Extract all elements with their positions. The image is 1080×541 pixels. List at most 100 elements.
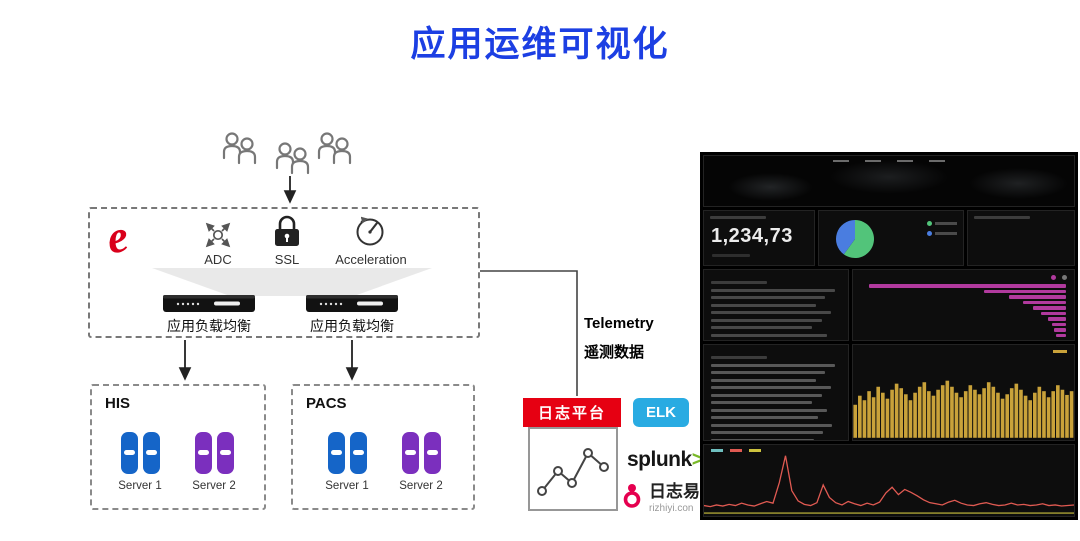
gold-bar	[1000, 398, 1005, 438]
server-icon	[321, 432, 373, 474]
gold-bar	[968, 385, 973, 438]
gold-bar	[977, 394, 982, 438]
hbar-legend	[1051, 275, 1067, 280]
log-line	[711, 303, 817, 307]
gold-bar	[1023, 395, 1028, 438]
gold-bar	[1042, 391, 1046, 438]
rizhiyi-logo: 日志易 rizhiyi.con	[620, 482, 700, 514]
gold-bar	[950, 386, 954, 438]
horizontal-bar-chart	[861, 284, 1066, 339]
users-icon	[222, 132, 352, 175]
page-title: 应用运维可视化	[410, 25, 670, 64]
log-line	[711, 333, 827, 337]
gold-bar	[904, 394, 908, 438]
his-server-1: Server 1	[114, 432, 166, 492]
pie-legend	[927, 221, 957, 241]
red-line-chart	[704, 455, 1074, 514]
telemetry-label-cn: 遥测数据	[584, 344, 645, 361]
log-line	[711, 326, 813, 329]
log-line	[711, 416, 818, 419]
gold-bar	[867, 391, 871, 438]
gold-bar	[1069, 391, 1074, 438]
horizontal-bar	[1047, 317, 1066, 321]
horizontal-bar	[1051, 322, 1066, 326]
monitoring-dashboard: 1,234,73	[700, 152, 1078, 520]
gold-bar	[936, 389, 940, 438]
stat-subtext-placeholder	[712, 254, 750, 257]
his-title: HIS	[105, 395, 131, 412]
telemetry-label-en: Telemetry	[584, 315, 654, 332]
dashboard-log-panel-top	[703, 269, 849, 341]
dashboard-line-panel	[703, 444, 1075, 517]
horizontal-bar	[1008, 295, 1066, 299]
pacs-server-2: Server 2	[395, 432, 447, 492]
gold-bar	[1037, 386, 1042, 438]
server-icon	[395, 432, 447, 474]
dashboard-pie-panel	[818, 210, 964, 266]
server-label: Server 1	[325, 480, 369, 492]
log-line	[711, 288, 835, 292]
gold-bar	[940, 385, 945, 438]
load-balancing-box	[88, 207, 480, 338]
gold-bar	[954, 392, 959, 438]
pacs-title: PACS	[306, 395, 347, 412]
dashboard-spare-panel	[967, 210, 1075, 266]
pie-slice	[843, 220, 874, 258]
red-line-series	[704, 455, 1074, 508]
gold-bar	[922, 382, 927, 438]
elk-logo: ELK	[633, 398, 689, 427]
gold-bar	[982, 388, 986, 438]
pacs-cluster-box: PACS Server 1 Server 2	[291, 384, 475, 510]
horizontal-bar	[1055, 333, 1066, 337]
dashboard-hbar-panel	[852, 269, 1075, 341]
gold-bar	[927, 391, 931, 438]
dashboard-map-panel	[703, 155, 1075, 207]
log-lines	[711, 363, 841, 440]
gold-bar	[876, 386, 881, 438]
server-icon	[114, 432, 166, 474]
his-server-2: Server 2	[188, 432, 240, 492]
log-line	[711, 438, 814, 440]
log-line	[711, 431, 823, 434]
gold-bar	[1051, 391, 1056, 438]
gold-bar	[973, 389, 977, 438]
gold-bar	[1060, 389, 1065, 438]
telemetry-connector	[480, 270, 578, 396]
horizontal-bar	[1053, 328, 1066, 332]
gold-bar	[931, 395, 936, 438]
gold-bar	[1009, 388, 1014, 438]
gold-bar	[881, 392, 885, 438]
horizontal-bar	[1033, 306, 1066, 310]
gold-bar	[1028, 400, 1033, 438]
log-line	[711, 363, 835, 367]
gold-bar	[853, 404, 858, 438]
line-chart-icon	[528, 427, 618, 511]
gold-bar	[1033, 392, 1037, 438]
dashboard-log-panel-bottom	[703, 344, 849, 441]
gold-bar	[1005, 394, 1010, 438]
gold-bar	[945, 380, 950, 438]
lb1-label: 应用负载均衡	[167, 318, 251, 334]
adc-label: ADC	[204, 252, 232, 267]
log-platform-badge: 日志平台	[523, 398, 621, 427]
gold-bar	[959, 397, 963, 438]
gold-bar	[991, 386, 996, 438]
gold-bar	[862, 400, 867, 438]
gold-bar	[963, 391, 968, 438]
panel-title-placeholder	[710, 216, 766, 219]
horizontal-bar	[984, 289, 1066, 293]
dashboard-stat-panel: 1,234,73	[703, 210, 815, 266]
gold-bar	[885, 398, 890, 438]
dashboard-gold-bar-panel	[852, 344, 1075, 441]
gold-bar	[986, 382, 991, 438]
log-line	[711, 408, 827, 412]
stat-big-number: 1,234,73	[711, 225, 793, 247]
panel-title-placeholder	[711, 356, 767, 359]
horizontal-bar	[1041, 311, 1066, 315]
dashboard-menu	[833, 160, 945, 162]
gold-bar	[913, 392, 917, 438]
horizontal-bar	[1022, 300, 1066, 304]
log-line	[711, 393, 822, 397]
gold-bar	[996, 392, 1000, 438]
gold-bar	[908, 400, 913, 438]
